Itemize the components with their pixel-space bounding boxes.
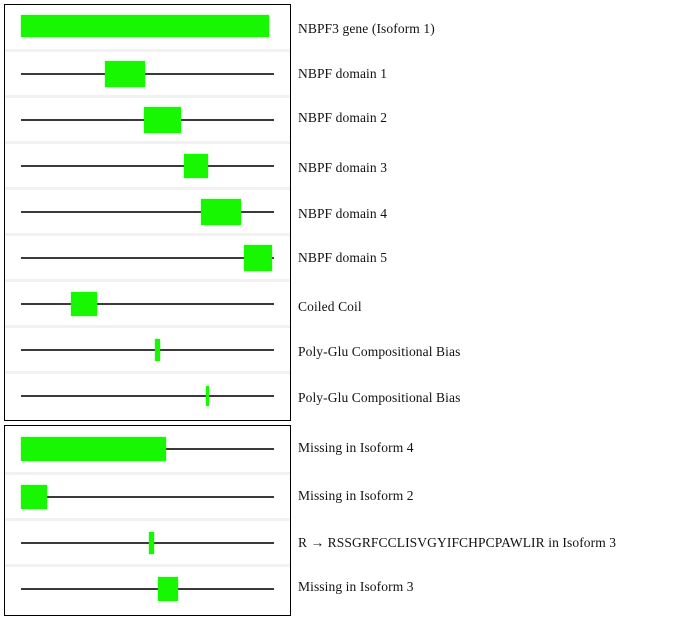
feature-block-nbpf-domain-5 bbox=[244, 244, 272, 271]
track-row[interactable] bbox=[5, 187, 290, 233]
feature-label-poly-glu-2: Poly-Glu Compositional Bias bbox=[298, 390, 461, 405]
feature-label-nbpf-domain-5: NBPF domain 5 bbox=[298, 250, 388, 265]
backbone-line bbox=[21, 210, 274, 213]
feature-block-coiled-coil bbox=[71, 291, 97, 316]
track-row[interactable] bbox=[5, 371, 290, 417]
track-row[interactable] bbox=[5, 5, 290, 49]
feature-tick-poly-glu-1 bbox=[155, 338, 160, 361]
track-row[interactable] bbox=[5, 472, 290, 518]
feature-label-gene: NBPF3 gene (Isoform 1) bbox=[298, 21, 435, 36]
track-row[interactable] bbox=[5, 49, 290, 95]
feature-label-nbpf-domain-1: NBPF domain 1 bbox=[298, 66, 388, 81]
backbone-line bbox=[21, 72, 274, 75]
feature-block-nbpf-domain-3 bbox=[184, 153, 208, 178]
feature-block-nbpf-domain-2 bbox=[144, 106, 181, 133]
feature-label-nbpf-domain-2: NBPF domain 2 bbox=[298, 110, 388, 125]
backbone-line bbox=[21, 302, 274, 305]
feature-label-substitution-isoform-3: R → RSSGRFCCLISVGYIFCHPCPAWLIR in Isofor… bbox=[298, 535, 617, 550]
backbone-line bbox=[21, 394, 274, 397]
feature-label-nbpf-domain-3: NBPF domain 3 bbox=[298, 160, 388, 175]
gene-bar-isoform1 bbox=[21, 15, 269, 37]
track-row[interactable] bbox=[5, 141, 290, 187]
track-row[interactable] bbox=[5, 279, 290, 325]
backbone-line bbox=[21, 348, 274, 351]
track-row[interactable] bbox=[5, 564, 290, 610]
feature-label-coiled-coil: Coiled Coil bbox=[298, 299, 362, 314]
backbone-line bbox=[21, 164, 274, 167]
feature-tick-substitution-isoform-3 bbox=[149, 531, 154, 554]
feature-block-missing-isoform-3 bbox=[158, 576, 178, 601]
feature-block-nbpf-domain-1 bbox=[105, 60, 145, 87]
panel-inner-main bbox=[5, 5, 290, 420]
feature-block-missing-isoform-4 bbox=[21, 437, 166, 461]
track-row[interactable] bbox=[5, 95, 290, 141]
track-row[interactable] bbox=[5, 426, 290, 472]
track-row[interactable] bbox=[5, 325, 290, 371]
feature-panel-main bbox=[4, 4, 291, 421]
track-row[interactable] bbox=[5, 233, 290, 279]
feature-label-missing-isoform-4: Missing in Isoform 4 bbox=[298, 440, 414, 455]
backbone-line bbox=[21, 541, 274, 544]
feature-label-nbpf-domain-4: NBPF domain 4 bbox=[298, 206, 388, 221]
backbone-line bbox=[21, 256, 274, 259]
feature-tick-poly-glu-2 bbox=[206, 385, 209, 406]
feature-label-missing-isoform-3: Missing in Isoform 3 bbox=[298, 579, 414, 594]
track-row[interactable] bbox=[5, 518, 290, 564]
feature-label-missing-isoform-2: Missing in Isoform 2 bbox=[298, 488, 414, 503]
feature-label-poly-glu-1: Poly-Glu Compositional Bias bbox=[298, 344, 461, 359]
feature-panel-isoform-differences bbox=[4, 425, 291, 616]
backbone-line bbox=[21, 587, 274, 590]
backbone-line bbox=[21, 495, 274, 498]
feature-block-missing-isoform-2 bbox=[21, 484, 47, 509]
feature-block-nbpf-domain-4 bbox=[201, 198, 241, 225]
panel-inner-extra bbox=[5, 426, 290, 615]
